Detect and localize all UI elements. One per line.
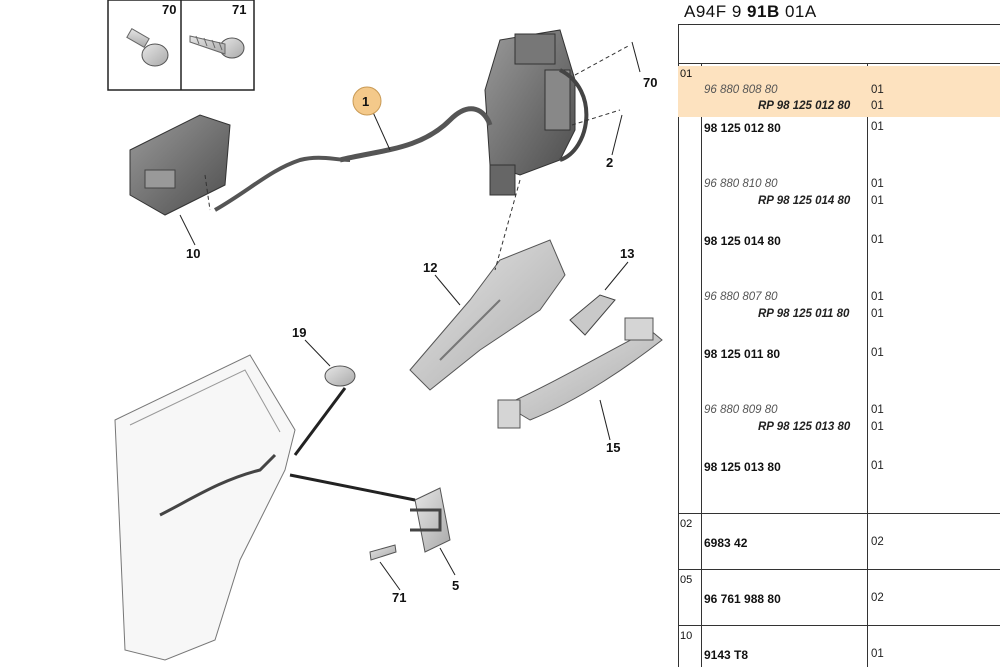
screws-box: 70 71 <box>107 0 255 91</box>
callout-1: 1 <box>362 94 369 109</box>
callout-2: 2 <box>606 155 613 170</box>
qty: 01 <box>871 84 884 96</box>
list-item[interactable]: RP 98 125 014 80 <box>758 195 851 207</box>
callout-5: 5 <box>452 578 459 593</box>
callout-70: 70 <box>643 75 657 90</box>
qty: 01 <box>871 347 884 359</box>
qty: 01 <box>871 404 884 416</box>
callout-19: 19 <box>292 325 306 340</box>
callout-12: 12 <box>423 260 437 275</box>
callout-13: 13 <box>620 246 634 261</box>
qty: 01 <box>871 460 884 472</box>
outer-handle-image <box>497 317 663 429</box>
group-id-01: 01 <box>680 68 693 80</box>
qty: 01 <box>871 178 884 190</box>
list-item[interactable]: 96 880 808 80 <box>704 84 778 96</box>
highlighted-row <box>678 66 1000 117</box>
gasket-image <box>569 294 616 336</box>
list-item[interactable]: 96 761 988 80 <box>704 592 781 606</box>
qty: 01 <box>871 648 884 660</box>
group-id-05: 05 <box>680 574 693 586</box>
group-divider <box>678 513 1000 514</box>
qty-col-divider <box>867 63 868 667</box>
list-item[interactable]: RP 98 125 012 80 <box>758 100 851 112</box>
qty: 01 <box>871 121 884 133</box>
callout-15: 15 <box>606 440 620 455</box>
group-divider <box>678 625 1000 626</box>
list-item[interactable]: 9143 T8 <box>704 648 749 662</box>
panel-title: A94F 9 91B 01A <box>684 2 817 21</box>
handle-bracket-image <box>409 239 566 391</box>
callout-1-highlight <box>352 86 382 116</box>
group-id-02: 02 <box>680 518 693 530</box>
dashed-alignment-lines <box>204 44 631 271</box>
list-item[interactable]: 96 880 810 80 <box>704 178 778 190</box>
qty: 01 <box>871 291 884 303</box>
screw-70-image <box>126 27 169 67</box>
header-divider <box>678 63 1000 64</box>
door-outline-image <box>114 354 296 661</box>
title-divider <box>678 24 1000 25</box>
qty: 01 <box>871 421 884 433</box>
qty: 02 <box>871 536 884 548</box>
left-border <box>678 24 679 667</box>
qty: 01 <box>871 195 884 207</box>
qty: 02 <box>871 592 884 604</box>
callout-10: 10 <box>186 246 200 261</box>
group-col-divider <box>701 63 702 667</box>
list-item[interactable]: 98 125 012 80 <box>704 121 781 135</box>
list-item[interactable]: 96 880 807 80 <box>704 291 778 303</box>
plug-image <box>324 365 356 387</box>
box-label-71: 71 <box>232 2 246 17</box>
screw-71-image <box>189 35 245 59</box>
parts-list-panel: A94F 9 91B 01A 01 96 880 808 80 01 RP 98… <box>678 0 1000 667</box>
list-item[interactable]: 96 880 809 80 <box>704 404 778 416</box>
lock-mechanism-image <box>339 29 589 196</box>
list-item[interactable]: 98 125 014 80 <box>704 234 781 248</box>
group-divider <box>678 569 1000 570</box>
exploded-parts-diagram: 70 71 <box>107 0 663 661</box>
list-item[interactable]: RP 98 125 013 80 <box>758 421 851 433</box>
qty: 01 <box>871 100 884 112</box>
inner-latch-image <box>129 114 351 216</box>
screw-71-lower-image <box>369 544 397 561</box>
striker-image <box>410 487 451 553</box>
list-item[interactable]: RP 98 125 011 80 <box>758 308 850 320</box>
list-item[interactable]: 98 125 011 80 <box>704 347 781 361</box>
group-id-10: 10 <box>680 630 693 642</box>
qty: 01 <box>871 234 884 246</box>
leader-lines <box>179 41 641 591</box>
list-item[interactable]: 98 125 013 80 <box>704 460 781 474</box>
qty: 01 <box>871 308 884 320</box>
list-item[interactable]: 6983 42 <box>704 536 748 550</box>
box-label-70: 70 <box>162 2 176 17</box>
callout-71: 71 <box>392 590 406 605</box>
